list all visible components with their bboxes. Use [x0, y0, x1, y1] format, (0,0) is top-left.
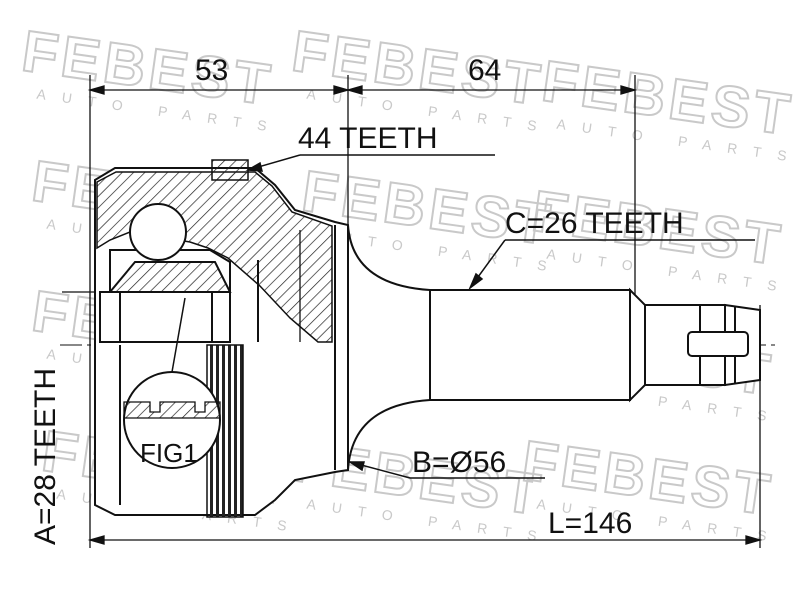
teeth-c-label: C=26 TEETH	[505, 207, 684, 240]
watermark-logo: FEBEST AUTO PARTS	[537, 48, 800, 166]
length-label: L=146	[548, 507, 632, 540]
watermark-logo: FEBEST AUTO PARTS	[287, 18, 553, 136]
watermark-logo: FEBEST AUTO PARTS	[17, 18, 283, 136]
fig1-detail: FIG1	[123, 297, 221, 469]
leader-lines	[245, 154, 755, 479]
dimension-53: 53	[195, 54, 228, 87]
shaft	[347, 224, 761, 471]
outer-spline	[211, 159, 249, 181]
diameter-b-label: B=Ø56	[412, 446, 506, 479]
dimension-lines	[62, 75, 763, 548]
dimension-64: 64	[468, 54, 501, 87]
teeth-a-label: A=28 TEETH	[29, 368, 62, 545]
fig1-label: FIG1	[140, 438, 198, 468]
teeth-44-label: 44 TEETH	[298, 122, 438, 155]
